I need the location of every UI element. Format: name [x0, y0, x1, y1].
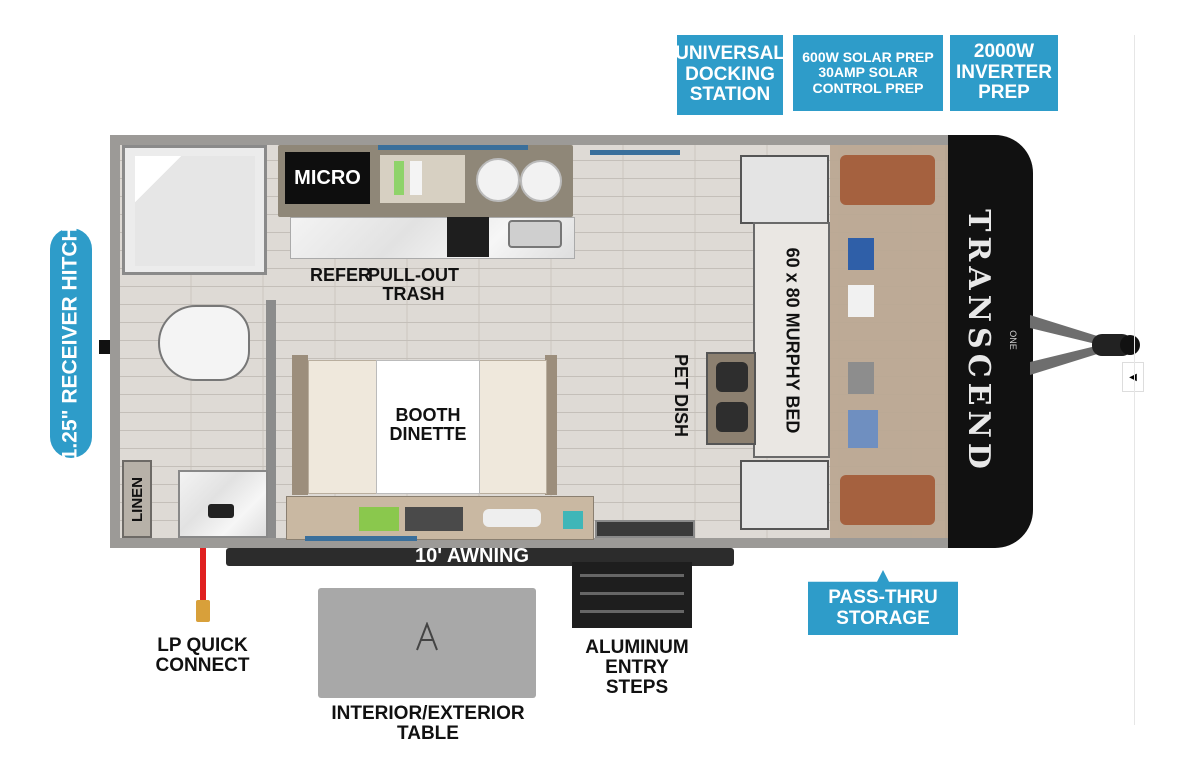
divider-line — [1134, 35, 1135, 725]
murphy-bed: 60 x 80 MURPHY BED — [753, 222, 830, 458]
brand-model-wrap: ONE — [1003, 320, 1023, 360]
dinette-seat-right — [478, 360, 547, 494]
murphy-bed-label: 60 x 80 MURPHY BED — [782, 247, 802, 433]
dinette-bench-front — [545, 355, 557, 495]
aluminum-steps-label: ALUMINUM ENTRY STEPS — [585, 637, 689, 698]
universal-docking-station-callout: UNIVERSAL DOCKING STATION — [677, 35, 783, 115]
kitchen-storage-items — [380, 155, 465, 203]
inverter-prep-callout: 2000W INVERTER PREP — [950, 35, 1058, 111]
game-controller — [483, 509, 541, 527]
dinette-bench-back — [292, 355, 308, 495]
storage-item-red-top — [840, 155, 935, 205]
game-box — [405, 507, 463, 531]
receiver-hitch-label: 1.25" RECEIVER HITCH — [58, 225, 82, 460]
booth-dinette-label: BOOTH DINETTE — [389, 405, 467, 444]
brand-wordmark-wrap: TRANSCEND — [948, 135, 1008, 548]
dinette-storage-strip — [286, 496, 594, 540]
linen-label: LINEN — [128, 476, 146, 522]
pet-bowl-2 — [716, 402, 748, 432]
kitchen-sink — [508, 220, 562, 248]
entry-steps — [572, 562, 692, 628]
game-box-monopoly — [359, 507, 399, 531]
dinette-table — [376, 360, 480, 494]
stovetop-burner-2 — [520, 160, 562, 202]
window-top-kitchen — [378, 145, 528, 150]
exterior-table — [318, 588, 536, 698]
entry-door — [595, 520, 695, 538]
faucet-icon — [208, 504, 234, 518]
pet-dish-label: PET DISH — [670, 353, 691, 437]
awning-label: 10' AWNING — [415, 545, 530, 567]
lp-fitting-icon — [196, 600, 210, 622]
front-storage-area — [830, 145, 948, 538]
receiver-hitch-mount — [99, 340, 111, 354]
awning-bar — [226, 548, 734, 566]
brand-model: ONE — [1007, 330, 1018, 350]
storage-item-gray-shirt — [848, 362, 874, 394]
storage-item-white-shirt — [848, 285, 874, 317]
stovetop-burner-1 — [476, 158, 520, 202]
linen-cabinet: LINEN — [122, 460, 152, 538]
storage-item-red-bottom — [840, 475, 935, 525]
pet-dish — [706, 352, 756, 445]
compass-logo-icon — [416, 622, 438, 651]
window-bottom-dinette — [305, 536, 417, 541]
lp-quick-connect-label: LP QUICK CONNECT — [155, 635, 250, 676]
bathroom-sink-counter — [178, 470, 268, 538]
cooktop — [447, 217, 489, 257]
nightstand-bottom — [740, 460, 829, 530]
pet-dish-label-wrap: PET DISH — [665, 350, 695, 440]
bathroom-wall — [266, 300, 276, 538]
table-label: INTERIOR/EXTERIOR TABLE — [331, 703, 525, 744]
pass-thru-storage-callout: PASS-THRU STORAGE — [808, 570, 958, 635]
receiver-hitch-callout: 1.25" RECEIVER HITCH — [50, 225, 92, 460]
storage-item-jeans — [848, 410, 878, 448]
storage-item-blue-shirt — [848, 238, 874, 270]
pull-out-trash-label: PULL-OUT TRASH — [368, 265, 459, 304]
pet-bowl-1 — [716, 362, 748, 392]
nightstand-top — [740, 155, 829, 224]
microwave: MICRO — [285, 152, 370, 204]
game-card — [563, 511, 583, 529]
brand-wordmark: TRANSCEND — [960, 209, 996, 474]
toilet — [158, 305, 250, 381]
front-cap — [948, 135, 1033, 548]
window-top-mid — [590, 150, 680, 155]
micro-label: MICRO — [294, 166, 361, 189]
tongue-hitch — [1030, 315, 1140, 375]
dinette-seat-left — [308, 360, 378, 494]
side-tab[interactable]: ◀ — [1122, 362, 1144, 392]
shower — [122, 145, 267, 275]
solar-prep-callout: 600W SOLAR PREP 30AMP SOLAR CONTROL PREP — [793, 35, 943, 111]
lp-line — [200, 548, 206, 618]
refer-label: REFER — [310, 265, 372, 285]
